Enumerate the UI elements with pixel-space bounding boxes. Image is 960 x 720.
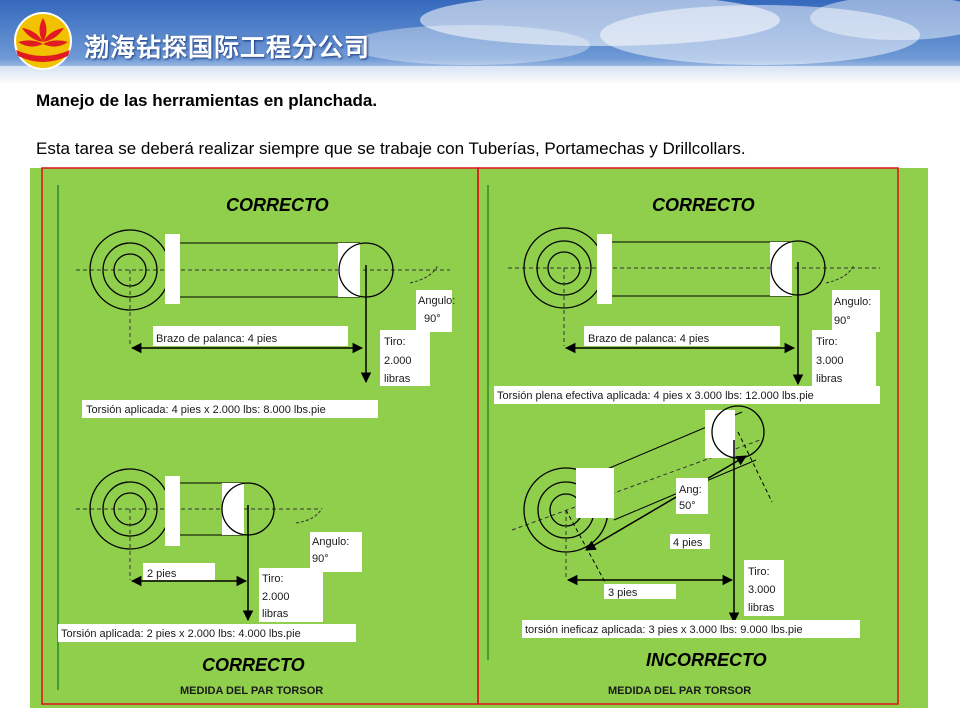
pull-value: 3.000 [816,355,844,367]
angle-value: 90° [834,315,851,327]
status-label: CORRECTO [226,195,329,215]
pull-label: Tiro: [816,336,838,348]
status-label: INCORRECTO [646,650,767,670]
angle-value: 50° [679,500,696,512]
pull-unit: libras [748,602,775,614]
pull-label: Tiro: [748,566,770,578]
panel-bottom-left: 2 pies Angulo: 90° Tiro: 2.000 libras To… [58,468,362,697]
pull-unit: libras [816,373,843,385]
lever-arm-label: 2 pies [147,568,177,580]
task-description: Esta tarea se deberá realizar siempre qu… [36,139,746,158]
pull-label: Tiro: [384,336,406,348]
cnpc-petal-logo-icon [14,12,72,70]
company-name: 渤海钻探国际工程分公司 [84,33,371,62]
header-banner [0,0,960,84]
status-label: CORRECTO [652,195,755,215]
panel-bottom-right: Ang: 50° 4 pies 3 pies Tiro: 3.000 libra… [511,405,860,697]
pull-value: 2.000 [384,355,412,367]
torque-result: Torsión plena efectiva aplicada: 4 pies … [497,390,814,402]
torque-result: Torsión aplicada: 2 pies x 2.000 lbs: 4.… [61,628,301,640]
page-title: Manejo de las herramientas en planchada. [36,91,378,110]
lever-arm-label: Brazo de palanca: 4 pies [156,333,278,345]
pull-value: 2.000 [262,591,290,603]
lever-arm-label: Brazo de palanca: 4 pies [588,333,710,345]
pull-value: 3.000 [748,584,776,596]
footer-caption: MEDIDA DEL PAR TORSOR [608,685,751,697]
panel-top-right: CORRECTO Brazo de palanca: 4 pies Angulo… [494,195,880,404]
angle-value: 90° [424,313,441,325]
angle-label: Angulo: [312,536,349,548]
pull-unit: libras [262,608,289,620]
panel-top-left: CORRECTO Brazo de palanca: 4 pies Angulo… [76,195,455,418]
angle-value: 90° [312,553,329,565]
torque-result: torsión ineficaz aplicada: 3 pies x 3.00… [525,624,803,636]
lever-arm-label: 3 pies [608,587,638,599]
angle-label: Angulo: [418,295,455,307]
pull-label: Tiro: [262,573,284,585]
diagonal-arm-label: 4 pies [673,537,703,549]
footer-caption: MEDIDA DEL PAR TORSOR [180,685,323,697]
torque-result: Torsión aplicada: 4 pies x 2.000 lbs: 8.… [86,404,326,416]
angle-label: Ang: [679,484,702,496]
angle-label: Angulo: [834,296,871,308]
status-label: CORRECTO [202,655,305,675]
panel-frame-right [477,167,899,705]
pull-unit: libras [384,373,411,385]
